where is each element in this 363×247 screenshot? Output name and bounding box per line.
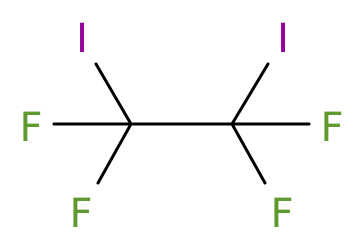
atom-F1-label: F (19, 105, 42, 151)
atom-layer: I I F F F F (19, 16, 343, 237)
bond-C1-I1 (94, 62, 133, 126)
bond-layer (52, 62, 311, 185)
atom-F3-label: F (320, 105, 343, 151)
bond-C2-I2 (230, 62, 270, 126)
atom-F4-label: F (270, 191, 293, 237)
bond-C2-F4 (230, 122, 267, 185)
atom-I1-label: I (76, 16, 88, 62)
bond-C1-F2 (96, 122, 133, 185)
atom-I2-label: I (277, 16, 289, 62)
atom-F2-label: F (69, 191, 92, 237)
